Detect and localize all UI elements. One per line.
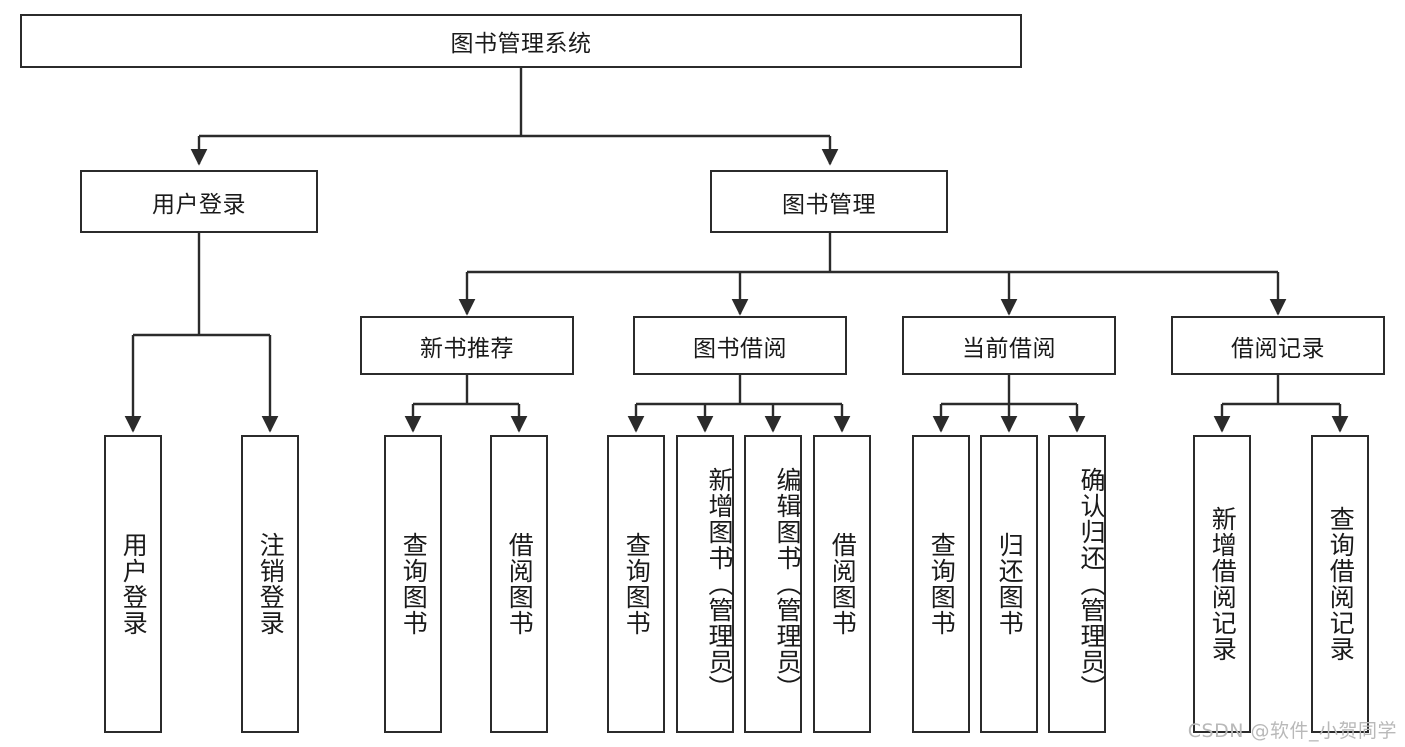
leaf-query-books-borrow[interactable]: 查询图书	[607, 435, 665, 733]
leaf-add-book-admin[interactable]: 新增图书（管理员）	[676, 435, 734, 733]
node-label: 查询图书	[622, 532, 652, 636]
node-user-login[interactable]: 用户登录	[80, 170, 318, 233]
node-label: 新增图书（管理员）	[705, 467, 734, 701]
leaf-borrow-books-borrow[interactable]: 借阅图书	[813, 435, 871, 733]
node-book-borrow[interactable]: 图书借阅	[633, 316, 847, 375]
leaf-add-borrow-record[interactable]: 新增借阅记录	[1193, 435, 1251, 733]
node-book-management[interactable]: 图书管理	[710, 170, 948, 233]
leaf-query-books-current[interactable]: 查询图书	[912, 435, 970, 733]
leaf-query-borrow-record[interactable]: 查询借阅记录	[1311, 435, 1369, 733]
node-label: 借阅图书	[828, 532, 858, 636]
node-label: 归还图书	[995, 532, 1025, 636]
leaf-borrow-books-recommend[interactable]: 借阅图书	[490, 435, 548, 733]
leaf-logout[interactable]: 注销登录	[241, 435, 299, 733]
node-label: 确认归还（管理员）	[1077, 467, 1106, 701]
node-label: 注销登录	[256, 532, 286, 636]
node-label: 图书借阅	[693, 335, 787, 362]
node-label: 借阅记录	[1231, 335, 1325, 362]
node-label: 图书管理系统	[450, 31, 592, 57]
leaf-query-books-recommend[interactable]: 查询图书	[384, 435, 442, 733]
node-label: 用户登录	[152, 191, 246, 218]
node-label: 查询借阅记录	[1326, 506, 1356, 662]
leaf-return-books[interactable]: 归还图书	[980, 435, 1038, 733]
node-label: 查询图书	[399, 532, 429, 636]
node-current-borrow[interactable]: 当前借阅	[902, 316, 1116, 375]
node-new-book-recommend[interactable]: 新书推荐	[360, 316, 574, 375]
node-label: 新增借阅记录	[1208, 506, 1238, 662]
csdn-watermark: CSDN @软件_小贺同学	[1187, 720, 1397, 742]
node-borrow-records[interactable]: 借阅记录	[1171, 316, 1385, 375]
leaf-edit-book-admin[interactable]: 编辑图书（管理员）	[744, 435, 802, 733]
node-label: 新书推荐	[420, 335, 514, 362]
node-label: 图书管理	[782, 191, 876, 218]
node-label: 查询图书	[927, 532, 957, 636]
node-label: 当前借阅	[962, 335, 1056, 362]
node-label: 借阅图书	[505, 532, 535, 636]
node-label: 用户登录	[119, 532, 149, 636]
node-label: 编辑图书（管理员）	[773, 467, 802, 701]
leaf-confirm-return-admin[interactable]: 确认归还（管理员）	[1048, 435, 1106, 733]
node-root-book-management-system[interactable]: 图书管理系统	[20, 14, 1022, 68]
leaf-user-login[interactable]: 用户登录	[104, 435, 162, 733]
